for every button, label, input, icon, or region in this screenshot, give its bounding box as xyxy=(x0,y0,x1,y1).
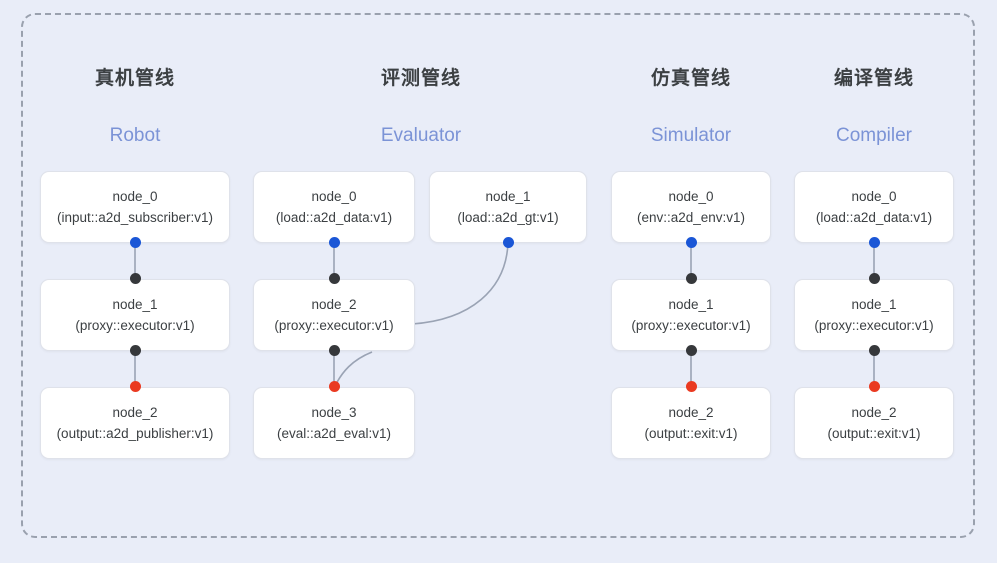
port-output-eval-node-1[interactable] xyxy=(502,237,514,248)
node-type: (proxy::executor:v1) xyxy=(75,318,195,333)
column-title-en-simulator: Simulator xyxy=(650,125,732,146)
port-output-eval-node-0[interactable] xyxy=(328,237,340,248)
column-title-cn-simulator: 仿真管线 xyxy=(650,68,731,89)
column-title-en-robot: Robot xyxy=(109,125,161,146)
node-type: (output::a2d_publisher:v1) xyxy=(56,426,214,441)
node-name: node_0 xyxy=(311,189,357,204)
node-name: node_1 xyxy=(668,297,714,312)
port-input-sim-node-2[interactable] xyxy=(685,381,697,392)
column-title-cn-compiler: 编译管线 xyxy=(833,68,914,89)
node-card-comp-node-1[interactable]: node_1 (proxy::executor:v1) xyxy=(794,279,954,351)
node-name: node_0 xyxy=(668,189,714,204)
node-name: node_0 xyxy=(851,189,897,204)
port-input-eval-node-2[interactable] xyxy=(328,273,340,284)
node-card-robot-node-1[interactable]: node_1 (proxy::executor:v1) xyxy=(40,279,230,351)
node-name: node_3 xyxy=(311,405,357,420)
port-input-eval-node-3[interactable] xyxy=(328,381,340,392)
node-name: node_1 xyxy=(485,189,531,204)
node-card-robot-node-0[interactable]: node_0 (input::a2d_subscriber:v1) xyxy=(40,171,230,243)
port-input-comp-node-2[interactable] xyxy=(868,381,880,392)
node-type: (load::a2d_data:v1) xyxy=(275,210,393,225)
port-output-comp-node-1[interactable] xyxy=(868,345,880,356)
node-card-eval-node-1[interactable]: node_1 (load::a2d_gt:v1) xyxy=(429,171,587,243)
column-title-cn-robot: 真机管线 xyxy=(94,68,175,89)
node-type: (eval::a2d_eval:v1) xyxy=(276,426,392,441)
port-input-sim-node-1[interactable] xyxy=(685,273,697,284)
node-card-sim-node-0[interactable]: node_0 (env::a2d_env:v1) xyxy=(611,171,771,243)
column-title-cn-evaluator: 评测管线 xyxy=(380,68,461,89)
port-output-robot-node-0[interactable] xyxy=(129,237,141,248)
port-input-robot-node-1[interactable] xyxy=(129,273,141,284)
node-name: node_2 xyxy=(851,405,897,420)
node-card-comp-node-2[interactable]: node_2 (output::exit:v1) xyxy=(794,387,954,459)
node-card-eval-node-2[interactable]: node_2 (proxy::executor:v1) xyxy=(253,279,415,351)
node-card-eval-node-0[interactable]: node_0 (load::a2d_data:v1) xyxy=(253,171,415,243)
node-type: (proxy::executor:v1) xyxy=(814,318,934,333)
port-output-robot-node-1[interactable] xyxy=(129,345,141,356)
node-name: node_2 xyxy=(112,405,158,420)
node-card-robot-node-2[interactable]: node_2 (output::a2d_publisher:v1) xyxy=(40,387,230,459)
node-type: (load::a2d_data:v1) xyxy=(815,210,933,225)
port-output-eval-node-2[interactable] xyxy=(328,345,340,356)
node-type: (env::a2d_env:v1) xyxy=(636,210,746,225)
port-output-comp-node-0[interactable] xyxy=(868,237,880,248)
node-name: node_2 xyxy=(668,405,714,420)
node-type: (output::exit:v1) xyxy=(827,426,921,441)
node-card-comp-node-0[interactable]: node_0 (load::a2d_data:v1) xyxy=(794,171,954,243)
port-output-sim-node-1[interactable] xyxy=(685,345,697,356)
column-title-en-evaluator: Evaluator xyxy=(380,125,462,146)
node-name: node_1 xyxy=(851,297,897,312)
node-type: (input::a2d_subscriber:v1) xyxy=(56,210,214,225)
node-card-sim-node-2[interactable]: node_2 (output::exit:v1) xyxy=(611,387,771,459)
node-type: (proxy::executor:v1) xyxy=(631,318,751,333)
node-type: (load::a2d_gt:v1) xyxy=(457,210,559,225)
port-input-comp-node-1[interactable] xyxy=(868,273,880,284)
diagram-dashed-frame xyxy=(21,13,975,538)
node-name: node_0 xyxy=(112,189,158,204)
node-card-eval-node-3[interactable]: node_3 (eval::a2d_eval:v1) xyxy=(253,387,415,459)
column-title-en-compiler: Compiler xyxy=(835,125,913,146)
node-type: (output::exit:v1) xyxy=(644,426,738,441)
port-output-sim-node-0[interactable] xyxy=(685,237,697,248)
node-type: (proxy::executor:v1) xyxy=(274,318,394,333)
port-input-robot-node-2[interactable] xyxy=(129,381,141,392)
node-name: node_1 xyxy=(112,297,158,312)
node-name: node_2 xyxy=(311,297,357,312)
node-card-sim-node-1[interactable]: node_1 (proxy::executor:v1) xyxy=(611,279,771,351)
